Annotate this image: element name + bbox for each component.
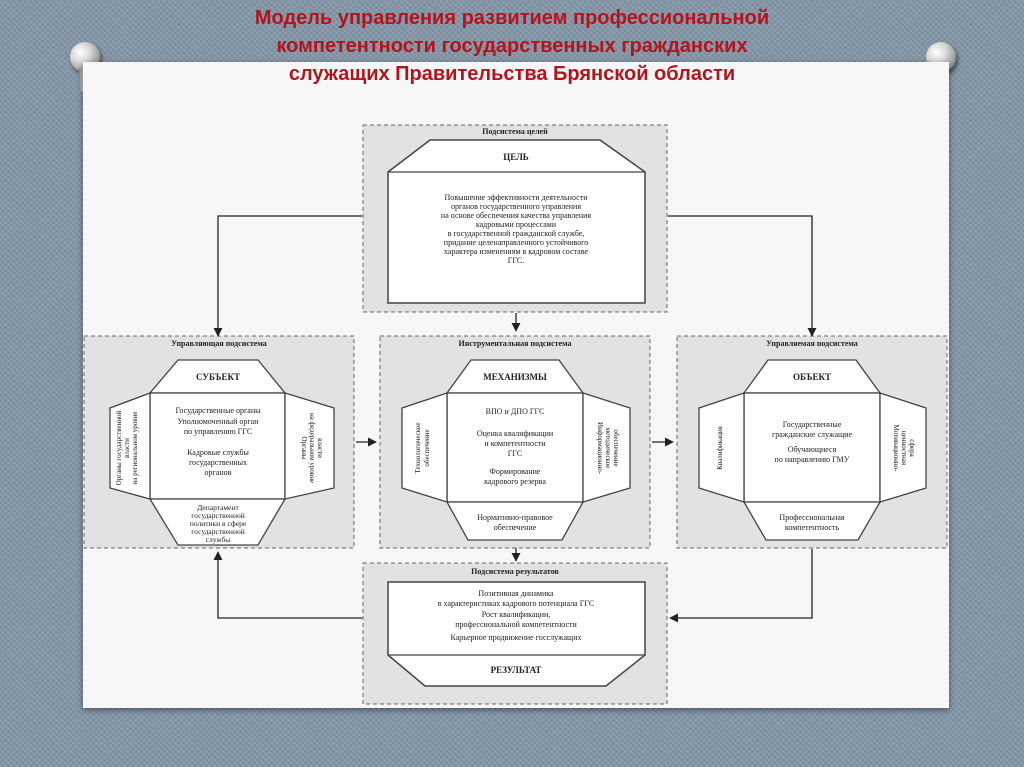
managing-tag: СУБЪЕКТ (196, 372, 240, 382)
svg-text:Кадровые службы: Кадровые службы (187, 448, 249, 457)
instrumental-header: Инструментальная подсистема (458, 339, 571, 348)
svg-text:Технологическое: Технологическое (414, 423, 422, 474)
svg-text:компетентность: компетентность (785, 523, 840, 532)
svg-text:в характеристиках кадрового по: в характеристиках кадрового потенциала Г… (438, 599, 594, 608)
svg-text:гражданские служащие: гражданские служащие (772, 430, 852, 439)
svg-text:Квалификация: Квалификация (716, 425, 724, 469)
svg-text:кадрового резерва: кадрового резерва (484, 477, 546, 486)
goals-header: Подсистема целей (482, 127, 548, 136)
svg-text:на федеральном уровне: на федеральном уровне (308, 413, 316, 483)
svg-text:по направлению ГМУ: по направлению ГМУ (775, 455, 850, 464)
svg-text:кадровыми процессами: кадровыми процессами (476, 220, 557, 229)
svg-text:Обучающиеся: Обучающиеся (788, 445, 837, 454)
managed-bottom-text: Профессиональная компетентность (779, 513, 844, 532)
svg-text:Позитивная динамика: Позитивная динамика (478, 589, 554, 598)
svg-text:придание целенаправленного уст: придание целенаправленного устойчивого (444, 238, 588, 247)
svg-text:органов: органов (205, 468, 232, 477)
svg-text:Повышение эффективности деятел: Повышение эффективности деятельности (445, 193, 589, 202)
svg-text:обеспечение: обеспечение (494, 523, 537, 532)
svg-text:ВПО и ДПО ГГС: ВПО и ДПО ГГС (486, 407, 545, 416)
svg-text:Профессиональная: Профессиональная (779, 513, 844, 522)
svg-text:Нормативно-правовое: Нормативно-правовое (477, 513, 553, 522)
svg-text:Информационно-: Информационно- (596, 422, 604, 475)
svg-text:сфера: сфера (908, 439, 916, 457)
svg-text:Рост квалификации,: Рост квалификации, (482, 610, 551, 619)
svg-text:Уполномоченный орган: Уполномоченный орган (177, 417, 259, 426)
svg-text:профессиональной компетентност: профессиональной компетентности (455, 620, 577, 629)
svg-text:Органы государственной: Органы государственной (115, 410, 123, 485)
svg-text:Оценка квалификации: Оценка квалификации (477, 429, 554, 438)
svg-text:на основе обеспечения качеств: на основе обеспечения качества управлени… (441, 211, 592, 220)
managed-tag: ОБЪЕКТ (793, 372, 831, 382)
svg-text:характера изменениям в кадрово: характера изменениям в кадровом составе (444, 247, 588, 256)
goals-text: Повышение эффективности деятельности орг… (441, 193, 592, 265)
svg-text:ГГС.: ГГС. (508, 256, 524, 265)
instrumental-tag: МЕХАНИЗМЫ (483, 372, 547, 382)
svg-text:по управлению ГГС: по управлению ГГС (184, 427, 252, 436)
svg-text:Государственные органы: Государственные органы (176, 406, 262, 415)
svg-text:Карьерное продвижение госслужа: Карьерное продвижение госслужащих (451, 633, 582, 642)
svg-text:службы: службы (206, 535, 231, 544)
svg-text:Государственные: Государственные (783, 420, 842, 429)
managed-header: Управляемая подсистема (766, 339, 858, 348)
svg-text:государственных: государственных (189, 458, 247, 467)
svg-text:власти: власти (123, 438, 131, 458)
goals-tag: ЦЕЛЬ (503, 152, 529, 162)
managing-header: Управляющая подсистема (171, 339, 267, 348)
svg-text:Формирование: Формирование (490, 467, 541, 476)
svg-text:ГГС: ГГС (508, 449, 522, 458)
svg-text:в государственной гражданской: в государственной гражданской службе, (448, 229, 585, 238)
svg-text:обеспечение: обеспечение (423, 429, 431, 466)
instrumental-left-text: Технологическое обеспечение (414, 423, 431, 474)
svg-text:ценностная: ценностная (900, 431, 908, 466)
svg-text:методическое: методическое (604, 428, 612, 469)
svg-text:обеспечение: обеспечение (612, 429, 620, 466)
svg-text:Органы: Органы (300, 437, 308, 460)
svg-text:органов государственного управ: органов государственного управления (451, 202, 581, 211)
results-header: Подсистема результатов (471, 567, 559, 576)
results-tag: РЕЗУЛЬТАТ (491, 665, 542, 675)
svg-text:на региональном уровне: на региональном уровне (131, 412, 139, 485)
svg-text:Мотивационно-: Мотивационно- (892, 425, 900, 473)
svg-text:и компетентности: и компетентности (484, 439, 546, 448)
managed-left-text: Квалификация (716, 425, 724, 469)
svg-text:власти: власти (316, 438, 324, 458)
